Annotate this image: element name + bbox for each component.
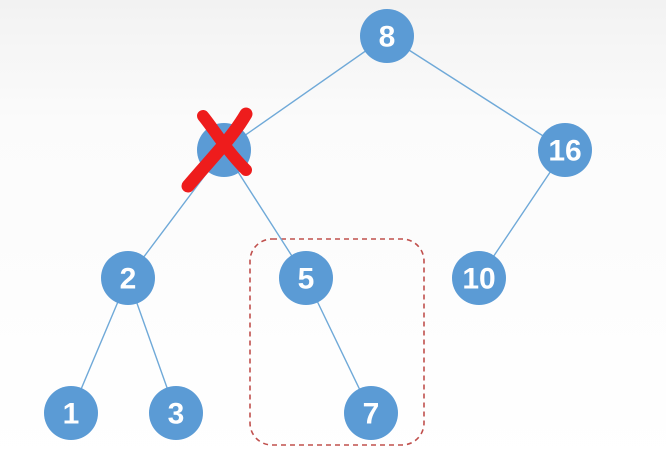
node-label: 1 <box>63 398 80 431</box>
node-label: 16 <box>548 135 581 168</box>
tree-node-3: 3 <box>149 386 203 440</box>
delete-cross-icon <box>181 107 253 193</box>
tree-node-8: 8 <box>360 9 414 63</box>
edge-8-16 <box>386 35 566 151</box>
tree-node-5: 5 <box>279 251 333 305</box>
node-label: 5 <box>298 263 315 296</box>
node-label: 3 <box>168 398 185 431</box>
node-label: 10 <box>462 263 495 296</box>
node-label: 8 <box>379 21 396 54</box>
highlighted-subtree-box <box>249 238 425 446</box>
node-label: 7 <box>363 398 380 431</box>
edge-8-deleted <box>223 35 388 151</box>
tree-node-2: 2 <box>101 251 155 305</box>
tree-node-7: 7 <box>344 386 398 440</box>
tree-node-10: 10 <box>452 251 506 305</box>
tree-node-1: 1 <box>44 386 98 440</box>
tree-node-16: 16 <box>538 123 592 177</box>
tree-edges <box>70 35 566 414</box>
node-label: 2 <box>120 263 137 296</box>
